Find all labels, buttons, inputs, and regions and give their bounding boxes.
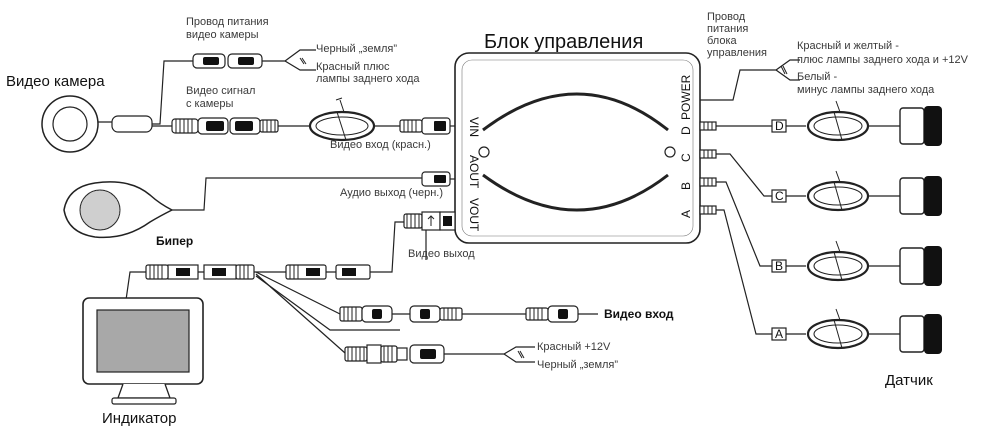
port-vin-label: VIN — [467, 117, 481, 137]
port-power-label: POWER — [679, 74, 693, 120]
sensor-d: D — [771, 100, 942, 146]
sensor-tag-c: C — [775, 189, 784, 203]
port-b-label: B — [679, 182, 693, 190]
led-indicator — [664, 146, 676, 158]
camera-signal-label-1: Видео сигнал — [186, 85, 255, 97]
port-a-label: A — [679, 210, 693, 218]
power-wire-label-1: Провод — [707, 11, 746, 23]
camera-label: Видео камера — [6, 73, 105, 90]
sensor-tag-b: B — [775, 259, 783, 273]
camera-power-label-2: видео камеры — [186, 29, 259, 41]
sensor-tag-d: D — [775, 119, 784, 133]
display-power-connector — [344, 344, 535, 364]
display-icon — [82, 297, 204, 405]
display-video-in-label: Видео вход — [604, 307, 674, 321]
sensor-c: C — [771, 170, 942, 216]
display-black-label: Черный „земля” — [537, 359, 618, 371]
sensor-port-plugs — [699, 121, 717, 215]
sensor-a: A — [771, 308, 942, 354]
led-indicator — [478, 146, 490, 158]
beeper-icon — [63, 181, 174, 239]
sensor-label: Датчик — [885, 372, 933, 389]
aout-connector — [421, 171, 455, 187]
camera-video-connector — [171, 117, 279, 135]
sensor-b: B — [771, 240, 942, 286]
white-label-2: минус лампы заднего хода — [797, 84, 935, 96]
vout-connector — [403, 211, 456, 231]
display-video-in-connectors — [339, 305, 598, 323]
port-d-label: D — [679, 126, 693, 135]
power-wire-label-3: блока — [707, 35, 738, 47]
control-unit-title: Блок управления — [484, 31, 643, 53]
red-yellow-label-1: Красный и желтый - — [797, 40, 899, 52]
display-red-label: Красный +12V — [537, 341, 611, 353]
camera-icon — [41, 95, 153, 153]
camera-power-label-1: Провод питания — [186, 16, 269, 28]
camera-power-connector — [192, 49, 316, 71]
port-aout-label: AOUT — [467, 155, 481, 189]
sensor-tag-a: A — [775, 327, 783, 341]
power-wire-label-2: питания — [707, 23, 748, 35]
camera-plus-label-2: лампы заднего хода — [316, 73, 420, 85]
vin-connector — [399, 117, 455, 135]
red-yellow-label-2: плюс лампы заднего хода и +12V — [797, 54, 969, 66]
control-unit — [454, 52, 701, 244]
white-label-1: Белый - — [797, 71, 837, 83]
video-in-red-label: Видео вход (красн.) — [330, 139, 431, 151]
camera-plus-label-1: Красный плюс — [316, 61, 390, 73]
video-out-label: Видео выход — [408, 248, 475, 260]
audio-out-label: Аудио выход (черн.) — [340, 187, 443, 199]
display-cable-connectors — [145, 264, 371, 280]
display-label: Индикатор — [102, 410, 177, 427]
port-vout-label: VOUT — [467, 198, 481, 232]
camera-signal-label-2: с камеры — [186, 98, 234, 110]
power-wire-label-4: управления — [707, 47, 767, 59]
beeper-label: Бипер — [156, 234, 193, 248]
camera-ground-label: Черный „земля” — [316, 43, 397, 55]
port-c-label: C — [679, 153, 693, 162]
